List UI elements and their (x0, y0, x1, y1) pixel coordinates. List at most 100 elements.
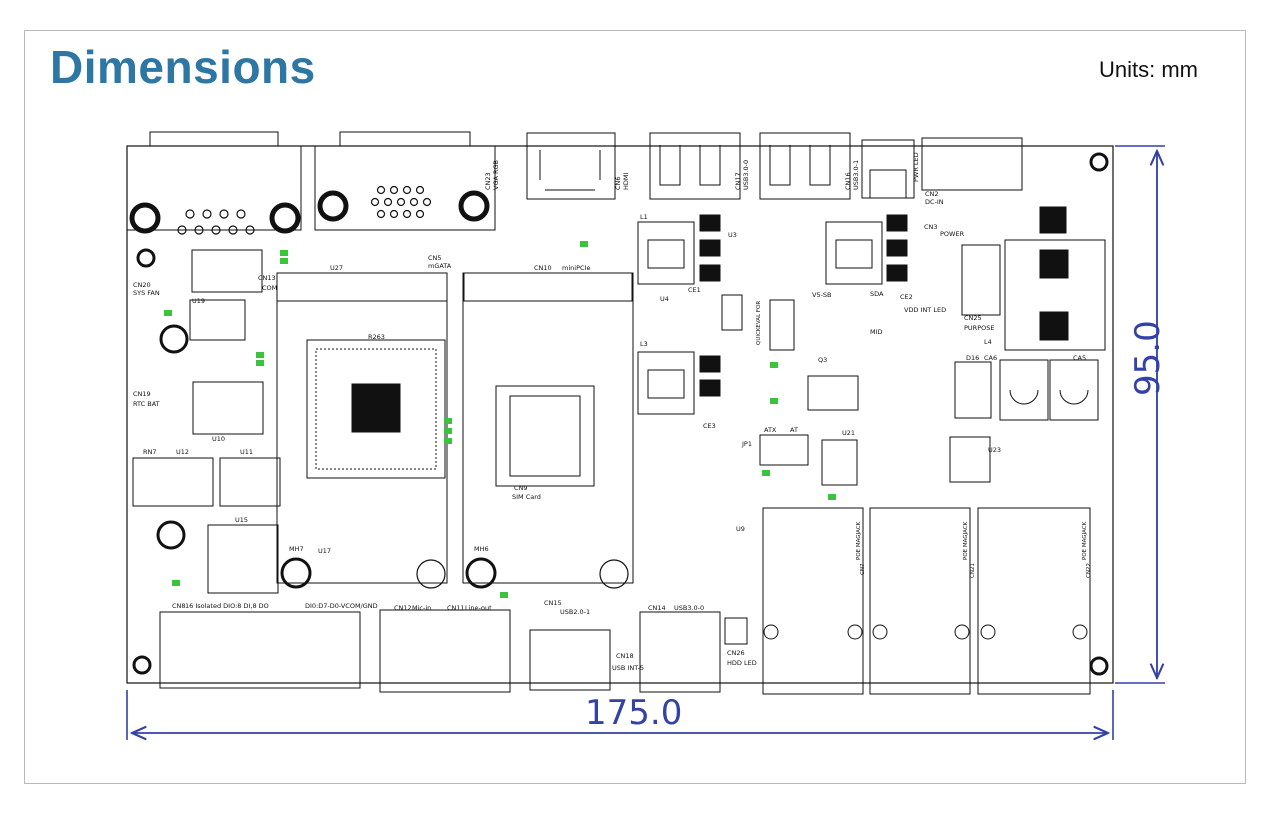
label-sys-fan: SYS FAN (133, 289, 160, 297)
usb3-port-a (649, 132, 741, 200)
label-u12: U12 (176, 448, 189, 456)
label-u10: U10 (212, 435, 225, 443)
label-cn25: CN25 (964, 314, 982, 322)
label-line-out: Line-out (465, 604, 492, 612)
label-l4: L4 (984, 338, 992, 346)
dimension-lines (126, 145, 1165, 740)
label-cn5: CN5 (428, 254, 442, 262)
label-minipcie: miniPCIe (562, 264, 590, 272)
poe-magjacks (762, 507, 1091, 695)
label-cn11: CN11 (447, 604, 465, 612)
label-dc-in: DC-IN (925, 198, 944, 206)
left-chips (132, 249, 281, 594)
label-u3: U3 (728, 231, 737, 239)
label-mh6: MH6 (474, 545, 489, 553)
label-poe-magjack-1: POE MAGJACK (856, 521, 862, 560)
minipcie-slot (463, 272, 633, 302)
label-cn12: CN12 (394, 604, 412, 612)
label-dio: 16 Isolated DIO:8 DI,8 DO (185, 602, 269, 610)
sim-card-slot (495, 385, 595, 487)
label-cn15: CN15 (544, 599, 562, 607)
usb3-port-b (759, 132, 851, 200)
label-cn7: CN7 (860, 563, 866, 575)
board-outline (126, 145, 1114, 684)
label-usb-int: USB INT-5 (612, 664, 644, 672)
label-cn3: CN3 (924, 223, 938, 231)
label-pwr-led: PWR LED (912, 152, 920, 182)
label-ce3: CE3 (703, 422, 716, 430)
vga-port (314, 131, 496, 231)
label-cn26: CN26 (727, 649, 745, 657)
label-u27: U27 (330, 264, 343, 272)
label-sim-card: SIM Card (512, 493, 541, 501)
label-rn7: RN7 (143, 448, 157, 456)
label-com: COM (262, 284, 277, 292)
label-rtc-bat: RTC BAT (133, 400, 160, 408)
label-cn20: CN20 (133, 281, 151, 289)
label-at: AT (790, 426, 798, 434)
label-sda: SDA (870, 290, 884, 298)
label-cn22: CN22 (1086, 563, 1092, 578)
label-cn18: CN18 (616, 652, 634, 660)
label-u17: U17 (318, 547, 331, 555)
height-dimension-label: 95.0 (1128, 320, 1168, 396)
capacitors (954, 359, 1099, 421)
label-poe-magjack-3: POE MAGJACK (1082, 521, 1088, 560)
label-ce2: CE2 (900, 293, 913, 301)
label-hdd-led: HDD LED (727, 659, 757, 667)
power-fets (699, 206, 1069, 397)
label-l3: L3 (640, 340, 648, 348)
label-v5-sb: V5-SB (812, 291, 832, 299)
com-port-1 (126, 131, 302, 235)
label-cn2: CN2 (925, 190, 939, 198)
highlight-pads (164, 241, 836, 598)
label-power: POWER (940, 230, 965, 238)
label-u19: U19 (192, 297, 205, 305)
bottom-connectors (159, 609, 748, 693)
label-usb-b: USB3.0-1 (852, 160, 860, 190)
label-ca5: CA5 (1073, 354, 1086, 362)
label-cn6: CN6 (614, 176, 622, 190)
label-vdd-int-led: VDD INT LED (904, 306, 946, 314)
label-u4: U4 (660, 295, 669, 303)
label-cn16: CN16 (844, 172, 852, 190)
label-u23: U23 (988, 446, 1001, 454)
label-cn14: CN14 (648, 604, 666, 612)
label-mic-in: Mic-in (412, 604, 431, 612)
label-cn13: CN13 (258, 274, 276, 282)
label-dio-pins: DI0:D7-D0-VCOM/GND (305, 602, 378, 610)
label-cn17: CN17 (734, 172, 742, 190)
mounting-holes (132, 152, 1109, 676)
page-title: Dimensions (50, 41, 316, 93)
label-u9: U9 (736, 525, 745, 533)
label-ce1: CE1 (688, 286, 701, 294)
label-usb20: USB2.0-1 (560, 608, 590, 616)
label-q3: Q3 (818, 356, 827, 364)
label-cn19: CN19 (133, 390, 151, 398)
label-cn9: CN9 (514, 484, 528, 492)
label-cn21: CN21 (970, 563, 976, 578)
label-mgata: mGATA (428, 262, 452, 270)
figure-frame (24, 30, 1246, 784)
label-cn8: CN8 (172, 602, 186, 610)
label-l1: L1 (640, 213, 648, 221)
label-d16: D16 (966, 354, 979, 362)
width-dimension-label: 175.0 (585, 693, 683, 733)
label-usb30-0: USB3.0-0 (674, 604, 704, 612)
dc-in-jack (861, 139, 915, 199)
inductors (637, 221, 1106, 415)
units-label: Units: mm (1099, 57, 1198, 82)
label-ca6: CA6 (984, 354, 997, 362)
pwr-led-header (921, 137, 1023, 191)
minipcie-card (462, 272, 634, 584)
label-hdmi: HDMI (622, 172, 630, 190)
hdmi-port (526, 132, 616, 200)
label-cn10: CN10 (534, 264, 552, 272)
label-quickeval: QUICKEVAL FOR (756, 301, 762, 345)
label-cn23: CN23 (484, 172, 492, 190)
label-u11: U11 (240, 448, 253, 456)
label-usb-a: USB3.0-0 (742, 160, 750, 190)
label-mid: MID (870, 328, 883, 336)
label-vga-rgb: VGA RGB (492, 160, 500, 190)
